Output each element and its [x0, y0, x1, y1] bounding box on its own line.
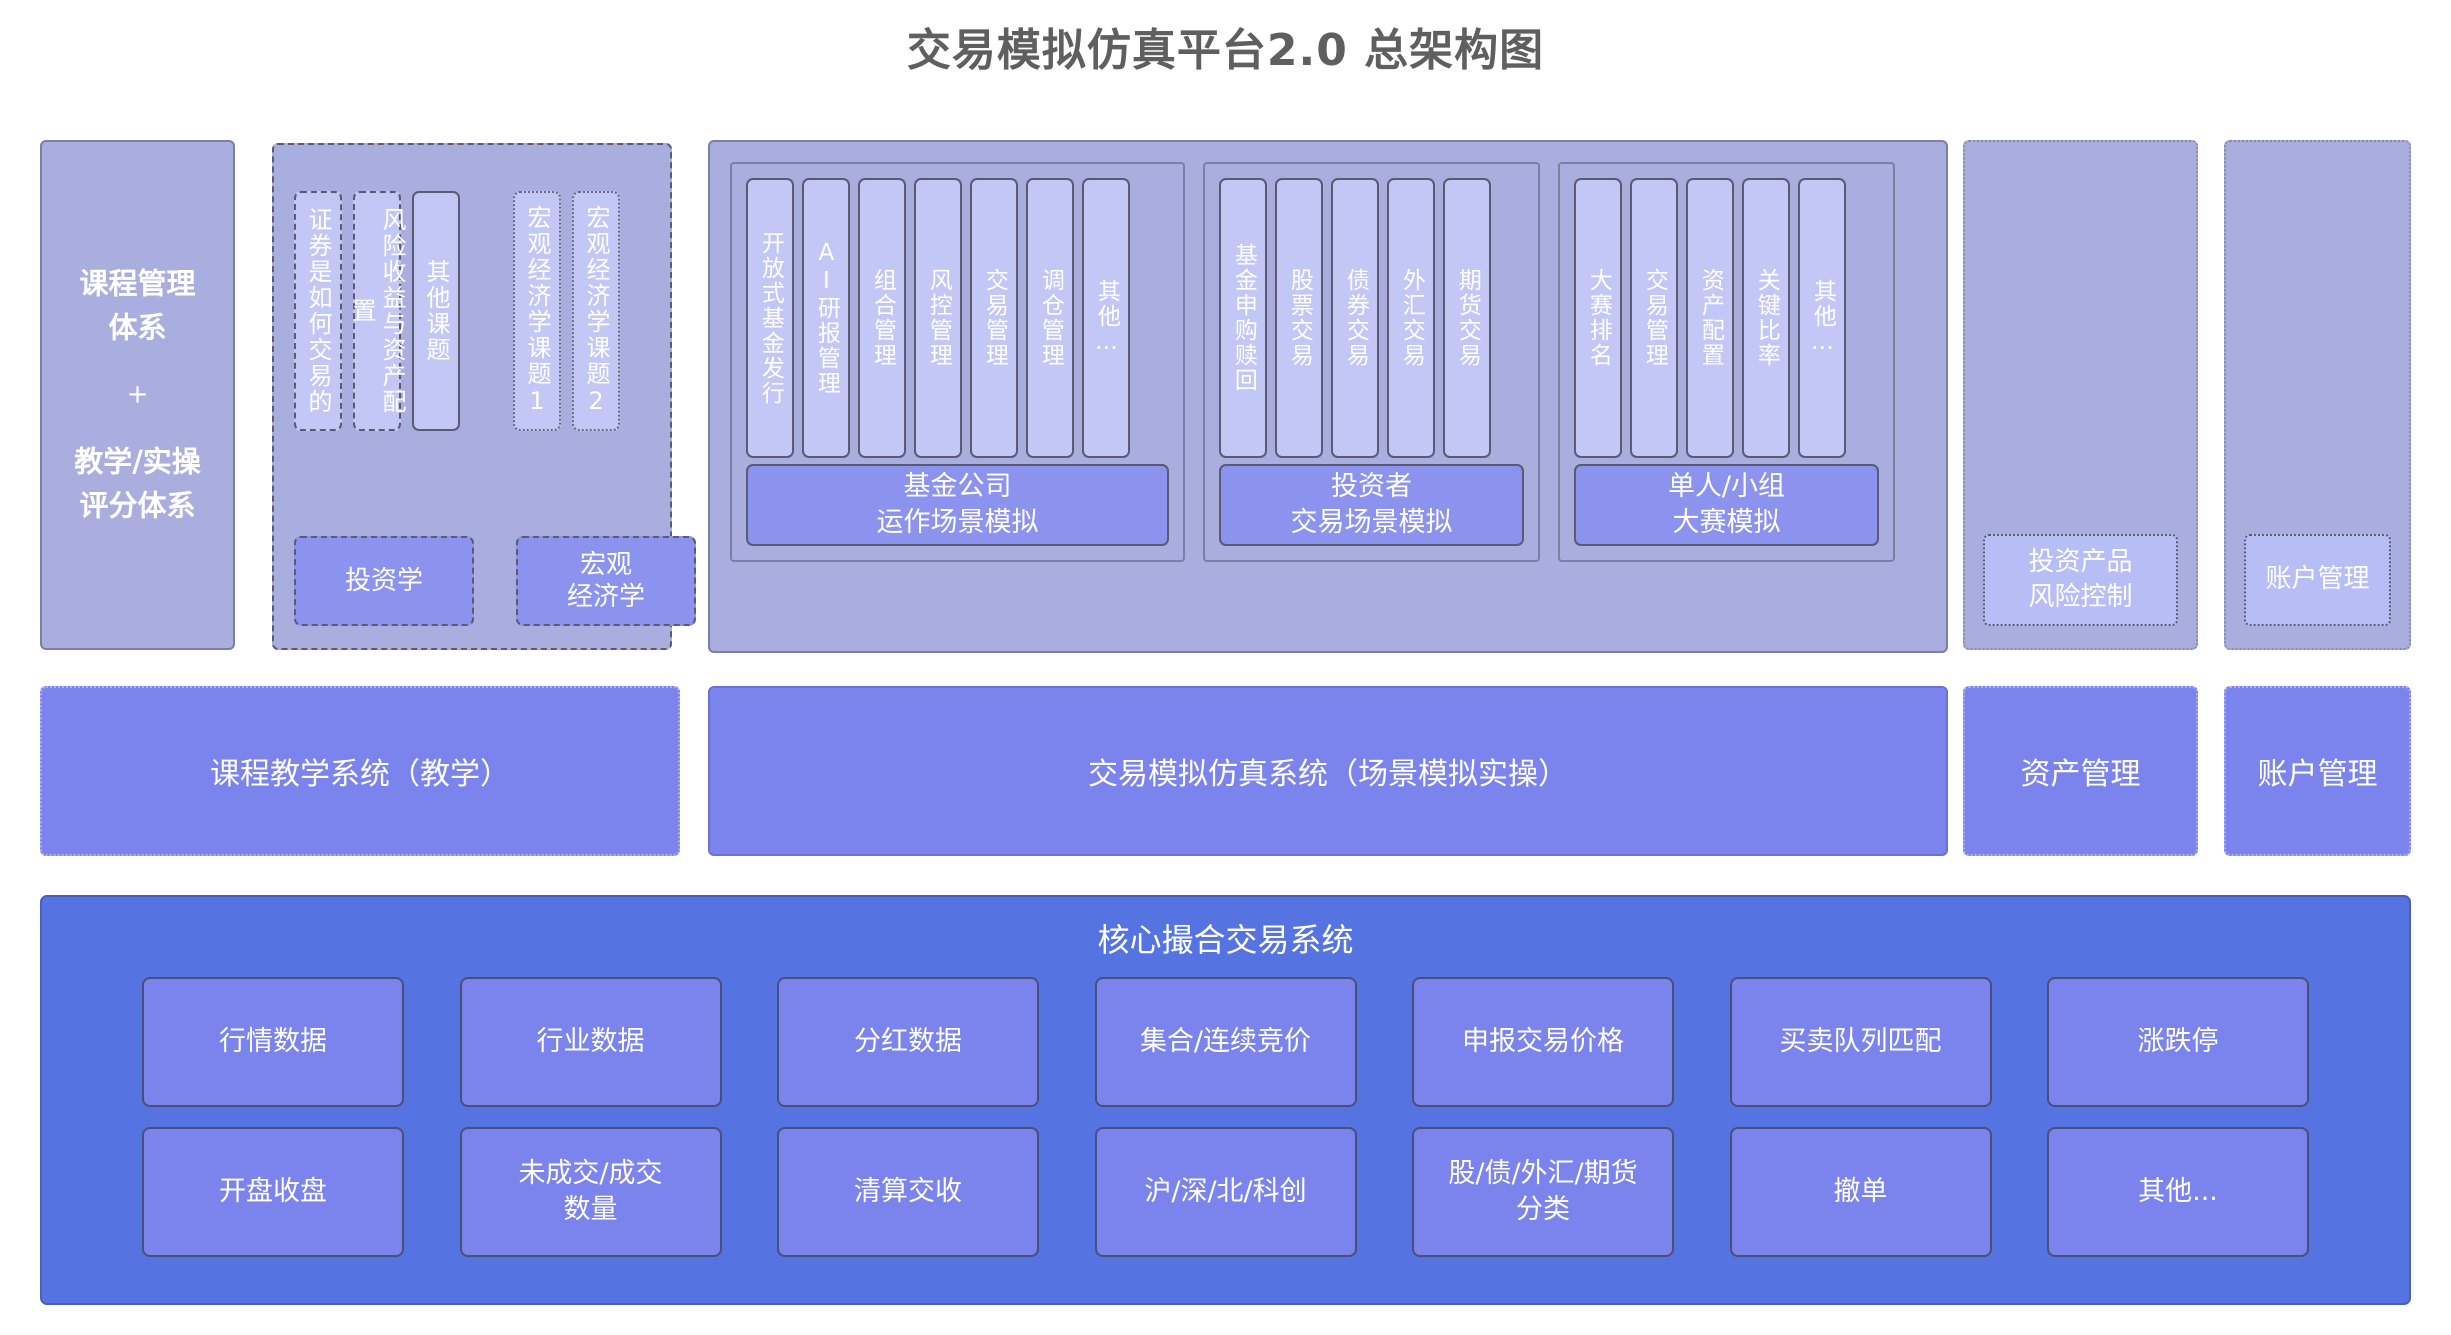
account-management-card[interactable]: 账户管理 [2244, 534, 2391, 626]
risk-control-line-2: 风险控制 [2028, 582, 2133, 612]
account-management-label: 账户管理 [2265, 564, 2370, 595]
module-chip[interactable]: 调仓管理 [1026, 178, 1074, 458]
course-topic-chip[interactable]: 其他课题 [412, 191, 460, 431]
course-management-label: 课程管理 体系 + 教学/实操 评分体系 [42, 263, 233, 528]
core-feature-card[interactable]: 其他... [2047, 1127, 2309, 1257]
core-feature-card[interactable]: 撤单 [1729, 1127, 1992, 1257]
core-feature-card[interactable]: 涨跌停 [2047, 977, 2309, 1107]
course-topic-chip[interactable]: 证券是如何交易的 [294, 191, 342, 431]
core-feature-card[interactable]: 清算交收 [777, 1127, 1039, 1257]
module-chip[interactable]: 资产配置 [1686, 178, 1734, 458]
core-feature-card[interactable]: 买卖队列匹配 [1729, 977, 1992, 1107]
investor-chip-row: 基金申购赎回 股票交易 债券交易 外汇交易 期货交易 [1219, 178, 1491, 458]
core-matching-system: 核心撮合交易系统 行情数据 行业数据 分红数据 集合/连续竞价 申报交易价格 买… [40, 895, 2411, 1305]
course-subject-card[interactable]: 宏观经济学 [516, 536, 696, 626]
core-feature-card[interactable]: 未成交/成交数量 [459, 1127, 722, 1257]
module-chip[interactable]: 债券交易 [1331, 178, 1379, 458]
core-feature-row-2: 开盘收盘 未成交/成交数量 清算交收 沪/深/北/科创 股/债/外汇/期货分类 … [142, 1127, 2309, 1257]
course-subject-label: 投资学 [344, 565, 423, 596]
module-chip[interactable]: AI研报管理 [802, 178, 850, 458]
risk-control-card[interactable]: 投资产品风险控制 [1983, 534, 2178, 626]
core-feature-card[interactable]: 申报交易价格 [1412, 977, 1674, 1107]
caption-line-2: 大赛模拟 [1672, 507, 1781, 538]
module-chip[interactable]: 组合管理 [858, 178, 906, 458]
module-chip[interactable]: 其他… [1082, 178, 1130, 458]
course-management-column: 课程管理 体系 + 教学/实操 评分体系 [40, 140, 235, 650]
course-line-4: 评分体系 [79, 488, 196, 522]
module-chip[interactable]: 交易管理 [970, 178, 1018, 458]
module-chip[interactable]: 关键比率 [1742, 178, 1790, 458]
course-topic-chip[interactable]: 宏观经济学课题1 [513, 191, 561, 431]
core-system-title: 核心撮合交易系统 [1097, 921, 1354, 959]
core-feature-card[interactable]: 分红数据 [777, 977, 1039, 1107]
module-chip[interactable]: 风控管理 [914, 178, 962, 458]
module-chip[interactable]: 开放式基金发行 [746, 178, 794, 458]
module-chip[interactable]: 交易管理 [1630, 178, 1678, 458]
caption-line-2: 交易场景模拟 [1290, 507, 1453, 538]
caption-line-1: 基金公司 [903, 470, 1012, 502]
course-subject-label-2: 经济学 [566, 582, 645, 612]
simulation-panel: 开放式基金发行 AI研报管理 组合管理 风控管理 交易管理 调仓管理 其他… 基… [708, 140, 1948, 653]
module-chip[interactable]: 其他… [1798, 178, 1846, 458]
caption-line-1: 投资者 [1331, 470, 1412, 502]
teaching-system-bar[interactable]: 课程教学系统（教学） [40, 686, 680, 856]
fund-company-chip-row: 开放式基金发行 AI研报管理 组合管理 风控管理 交易管理 调仓管理 其他… [746, 178, 1130, 458]
core-feature-card[interactable]: 集合/连续竞价 [1094, 977, 1357, 1107]
course-subject-label: 宏观 [579, 549, 632, 580]
caption-line-1: 单人/小组 [1667, 470, 1786, 502]
course-line-3: 教学/实操 [74, 444, 201, 479]
course-line-2: 体系 [108, 310, 167, 344]
caption-line-2: 运作场景模拟 [876, 507, 1039, 538]
course-topic-chip[interactable]: 风险收益与资产配置 [348, 191, 406, 431]
plus-symbol: + [126, 379, 149, 410]
investor-caption: 投资者交易场景模拟 [1219, 464, 1524, 546]
account-management-bar[interactable]: 账户管理 [2224, 686, 2411, 856]
course-subject-card[interactable]: 投资学 [294, 536, 474, 626]
page-title: 交易模拟仿真平台2.0 总架构图 [906, 25, 1545, 76]
simulation-system-bar[interactable]: 交易模拟仿真系统（场景模拟实操） [708, 686, 1948, 856]
core-feature-card[interactable]: 开盘收盘 [142, 1127, 404, 1257]
core-feature-card[interactable]: 股/债/外汇/期货分类 [1412, 1127, 1674, 1257]
module-chip[interactable]: 外汇交易 [1387, 178, 1435, 458]
course-line-1: 课程管理 [79, 266, 196, 301]
core-feature-card[interactable]: 行业数据 [459, 977, 722, 1107]
core-feature-card[interactable]: 行情数据 [142, 977, 404, 1107]
course-subject-row: 投资学 宏观经济学 [294, 536, 696, 626]
risk-control-line-1: 投资产品 [2028, 546, 2133, 577]
fund-company-group: 开放式基金发行 AI研报管理 组合管理 风控管理 交易管理 调仓管理 其他… 基… [730, 162, 1185, 562]
course-topics-group: 证券是如何交易的 风险收益与资产配置 其他课题 宏观经济学课题1 宏观经济学课题… [272, 143, 696, 650]
competition-group: 大赛排名 交易管理 资产配置 关键比率 其他… 单人/小组大赛模拟 [1558, 162, 1895, 562]
course-topic-chip[interactable]: 宏观经济学课题2 [572, 191, 620, 431]
course-topic-chip-row: 证券是如何交易的 风险收益与资产配置 其他课题 宏观经济学课题1 宏观经济学课题… [294, 191, 620, 431]
module-chip[interactable]: 基金申购赎回 [1219, 178, 1267, 458]
risk-control-column: 投资产品风险控制 [1963, 140, 2198, 650]
core-feature-card[interactable]: 沪/深/北/科创 [1094, 1127, 1357, 1257]
competition-chip-row: 大赛排名 交易管理 资产配置 关键比率 其他… [1574, 178, 1846, 458]
core-feature-row-1: 行情数据 行业数据 分红数据 集合/连续竞价 申报交易价格 买卖队列匹配 涨跌停 [142, 977, 2309, 1107]
account-management-column: 账户管理 [2224, 140, 2411, 650]
module-chip[interactable]: 股票交易 [1275, 178, 1323, 458]
competition-caption: 单人/小组大赛模拟 [1574, 464, 1879, 546]
module-chip[interactable]: 期货交易 [1443, 178, 1491, 458]
asset-management-bar[interactable]: 资产管理 [1963, 686, 2198, 856]
investor-group: 基金申购赎回 股票交易 债券交易 外汇交易 期货交易 投资者交易场景模拟 [1203, 162, 1540, 562]
module-chip[interactable]: 大赛排名 [1574, 178, 1622, 458]
fund-company-caption: 基金公司运作场景模拟 [746, 464, 1169, 546]
